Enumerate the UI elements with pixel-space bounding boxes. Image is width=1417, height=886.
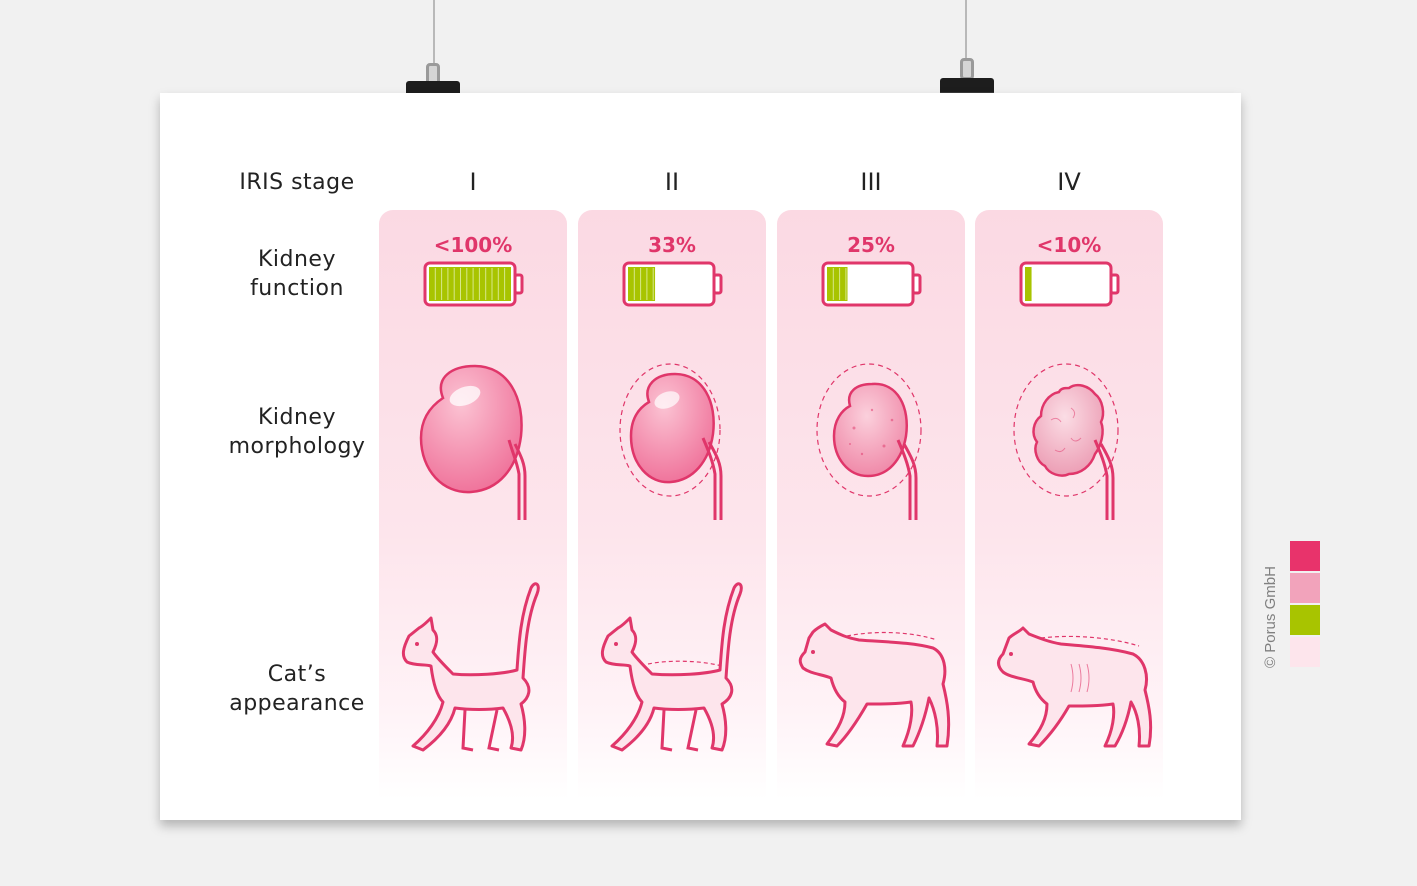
hanging-wire-right [965,0,967,66]
kidney-function-percent-4: <10% [1036,233,1102,257]
kidney-function-percent-3: 25% [847,233,895,257]
cat-appearance-label: Cat’s appearance [202,660,392,718]
color-swatch-1 [1290,541,1320,571]
battery-fill [628,267,656,301]
stage-header-1: I [469,168,477,196]
kidney-morphology-line1: Kidney [257,405,336,430]
color-swatch-4 [1290,637,1320,667]
kidney-function-percent-2: 33% [648,233,696,257]
poster: IRIS stage Kidney function Kidney morpho… [160,93,1241,820]
kidney-stage2-icon [619,363,723,520]
stage-header-4: IV [1057,168,1081,196]
stage-header-3: III [860,168,882,196]
cat-healthy-icon [401,582,540,752]
hanging-wire-left [433,0,435,70]
cat-appearance-line2: appearance [229,691,365,716]
kidney-function-line1: Kidney [257,247,336,272]
kidney-morphology-label: Kidney morphology [202,403,392,461]
iris-stage-text: IRIS stage [239,170,355,195]
kidney-healthy-icon [419,364,527,520]
battery-icon-1 [423,261,524,307]
cat-stage4-icon [997,626,1153,748]
stage-header-2: II [664,168,680,196]
cat-stage3-icon [798,622,951,748]
color-swatch-3 [1290,605,1320,635]
battery-icon-4 [1019,261,1120,307]
kidney-stage3-icon [816,363,922,520]
iris-stage-label: IRIS stage [202,168,392,197]
kidney-stage4-icon [1013,363,1119,520]
copyright-text: © Porus GmbH [1262,566,1279,668]
kidney-function-label: Kidney function [202,245,392,303]
battery-fill [429,267,511,301]
kidney-morphology-line2: morphology [228,434,366,459]
battery-fill [1025,267,1032,301]
kidney-function-line2: function [250,276,344,301]
kidney-function-percent-1: <100% [433,233,513,257]
cat-appearance-line1: Cat’s [267,662,327,687]
battery-fill [827,267,848,301]
battery-icon-2 [622,261,723,307]
color-swatch-2 [1290,573,1320,603]
cat-stage2-icon [600,582,743,752]
battery-icon-3 [821,261,922,307]
